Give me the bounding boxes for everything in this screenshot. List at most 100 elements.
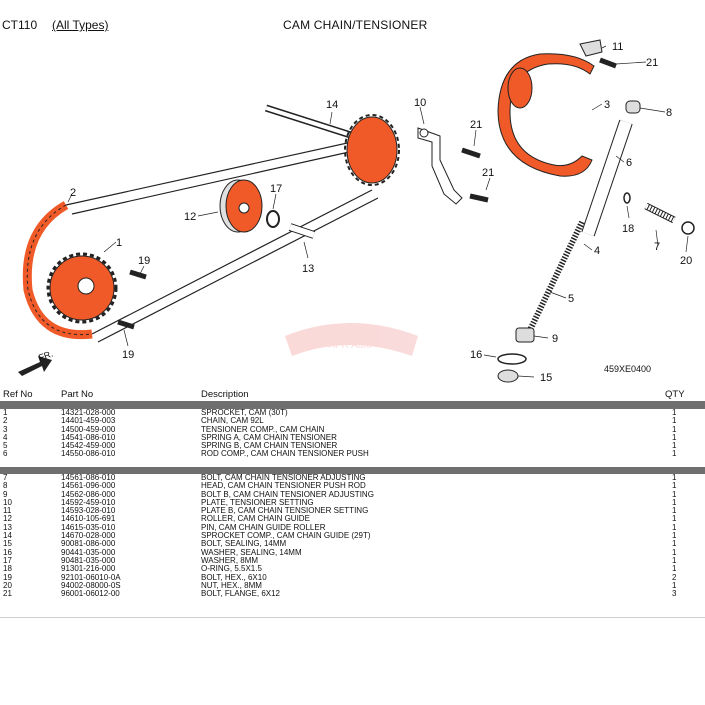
callout-3: 3 xyxy=(604,99,610,111)
table-divider xyxy=(0,401,705,409)
figure-code: 459XE0400 xyxy=(604,364,651,374)
description-cell: PLATE, TENSIONER SETTING xyxy=(201,497,314,507)
callout-4: 4 xyxy=(594,245,600,257)
description-cell: CHAIN, CAM 92L xyxy=(201,416,264,426)
part-number-cell: 14542-459-000 xyxy=(61,441,116,451)
front-direction-arrow: FR. xyxy=(18,349,54,376)
qty-cell: 1 xyxy=(672,506,677,516)
qty-cell: 1 xyxy=(672,473,677,482)
part-number-cell: 14550-086-010 xyxy=(61,449,116,459)
ref-cell: 7 xyxy=(3,473,8,482)
qty-cell: 1 xyxy=(672,424,677,434)
description-cell: SPRING A, CAM CHAIN TENSIONER xyxy=(201,432,337,442)
callout-19a: 19 xyxy=(138,255,150,267)
cam-chain xyxy=(22,137,379,343)
sealing-washer xyxy=(497,353,527,365)
callout-2: 2 xyxy=(70,187,76,199)
description-cell: BOLT, FLANGE, 6X12 xyxy=(201,589,280,599)
tensioner-setting-plate-b xyxy=(579,39,603,57)
description-cell: ROLLER, CAM CHAIN GUIDE xyxy=(201,514,310,524)
col-desc: Description xyxy=(201,389,249,400)
part-number-cell: 14670-028-000 xyxy=(61,531,116,541)
ref-cell: 20 xyxy=(3,580,12,590)
table-row[interactable]: 9 14562-086-000 BOLT B, CAM CHAIN TENSIONE… xyxy=(0,489,705,499)
part-number-cell: 94002-08000-0S xyxy=(61,580,121,590)
part-number-cell: 14615-035-010 xyxy=(61,522,116,532)
qty-cell: 1 xyxy=(672,441,677,451)
all-types-link[interactable]: (All Types) xyxy=(52,18,109,32)
part-number-cell: 14541-086-010 xyxy=(61,432,116,442)
qty-cell: 1 xyxy=(672,416,677,426)
push-rod xyxy=(581,100,641,237)
ref-cell: 4 xyxy=(3,432,8,442)
ref-cell: 9 xyxy=(3,489,8,499)
ref-cell: 2 xyxy=(3,416,8,426)
flange-bolt-6x12 xyxy=(461,57,617,203)
callout-8: 8 xyxy=(666,107,672,119)
adjusting-bolt xyxy=(644,202,676,224)
callout-20: 20 xyxy=(680,255,692,267)
callout-19b: 19 xyxy=(122,349,134,361)
description-cell: BOLT B, CAM CHAIN TENSIONER ADJUSTING xyxy=(201,489,374,499)
ref-cell: 17 xyxy=(3,555,12,565)
table-row[interactable]: 5 14542-459-000 SPRING B, CAM CHAIN TENSIO… xyxy=(0,441,705,451)
sealing-bolt xyxy=(497,369,519,383)
table-divider xyxy=(0,467,705,474)
leader-lines xyxy=(67,45,689,378)
part-number-cell: 91301-216-000 xyxy=(61,564,116,574)
description-cell: BOLT, SEALING, 14MM xyxy=(201,539,287,549)
front-label: FR. xyxy=(37,349,54,363)
callout-1: 1 xyxy=(116,237,122,249)
table-row[interactable]: 4 14541-086-010 SPRING A, CAM CHAIN TENSIO… xyxy=(0,432,705,443)
ref-cell: 8 xyxy=(3,481,8,491)
part-number-cell: 14500-459-000 xyxy=(61,424,116,434)
table-bottom-rule xyxy=(0,617,705,618)
description-cell: SPROCKET COMP., CAM CHAIN GUIDE (29T) xyxy=(201,531,371,541)
description-cell: SPROCKET, CAM (30T) xyxy=(201,408,288,417)
part-number-cell: 90441-035-000 xyxy=(61,547,116,557)
qty-cell: 2 xyxy=(672,572,677,582)
qty-cell: 1 xyxy=(672,449,677,459)
hex-bolt-6x10 xyxy=(117,269,147,330)
part-number-cell: 90081-086-000 xyxy=(61,539,116,549)
description-cell: BOLT, HEX., 6X10 xyxy=(201,572,267,582)
description-cell: PIN, CAM CHAIN GUIDE ROLLER xyxy=(201,522,326,532)
qty-cell: 1 xyxy=(672,539,677,549)
ref-cell: 10 xyxy=(3,497,12,507)
part-number-cell: 14610-105-691 xyxy=(61,514,116,524)
description-cell: ROD COMP., CAM CHAIN TENSIONER PUSH xyxy=(201,449,369,459)
part-number-cell: 14592-459-010 xyxy=(61,497,116,507)
ref-cell: 1 xyxy=(3,408,8,417)
callout-labels: 1 2 3 4 5 6 7 8 9 10 11 12 13 14 15 16 1… xyxy=(70,41,692,384)
callout-14: 14 xyxy=(326,99,338,111)
callout-21c: 21 xyxy=(646,57,658,69)
ref-cell: 5 xyxy=(3,441,8,451)
part-number-cell: 14562-086-000 xyxy=(61,489,116,499)
page-title: CAM CHAIN/TENSIONER xyxy=(283,18,428,32)
description-cell: SPRING B, CAM CHAIN TENSIONER xyxy=(201,441,338,451)
qty-cell: 3 xyxy=(672,589,677,599)
tensioner-comp xyxy=(497,53,595,177)
washer-8mm xyxy=(266,210,280,228)
parts-table-header: Ref No Part No Description QTY xyxy=(0,389,705,401)
part-number-cell: 14561-096-000 xyxy=(61,481,116,491)
